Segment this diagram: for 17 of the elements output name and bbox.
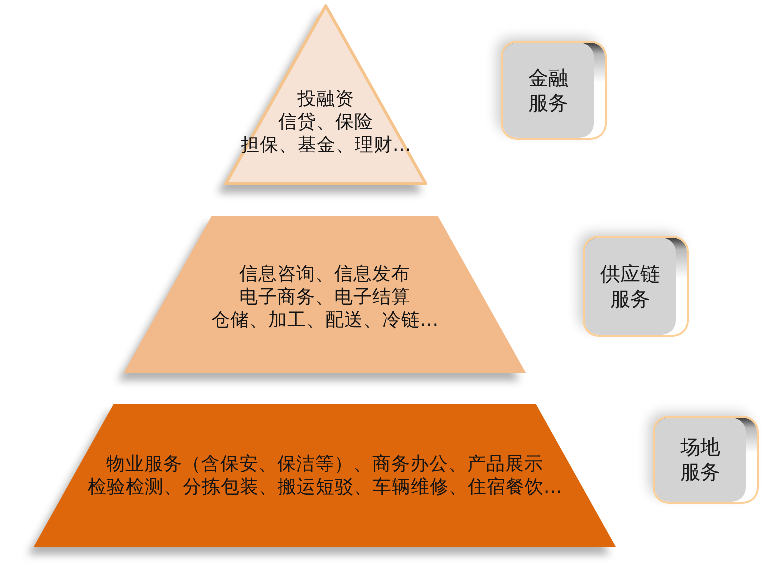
service-tile [655,418,757,502]
pyramid-tier [224,4,428,186]
tier-text: 投融资 [298,88,354,111]
tier-text: 信息咨询、信息发布 [240,263,410,286]
pyramid-tier [124,216,526,373]
tier-text: 检验检测、分拣包装、搬运短驳、车辆维修、住宿餐饮… [88,476,562,499]
tier-text: 电子商务、电子结算 [240,286,410,309]
tile-label: 供应链服务 [600,262,660,312]
tier-text: 担保、基金、理财… [240,134,412,157]
tier-text: 信贷、保险 [278,111,374,134]
tier-text: 物业服务（含保安、保洁等）、商务办公、产品展示 [106,453,544,476]
service-tile [503,43,605,138]
pyramid-tier [34,404,616,547]
tile-label: 金融服务 [528,66,568,116]
service-tile [585,238,687,335]
tile-label: 场地服务 [680,435,720,485]
tier-text: 仓储、加工、配送、冷链… [211,309,439,332]
